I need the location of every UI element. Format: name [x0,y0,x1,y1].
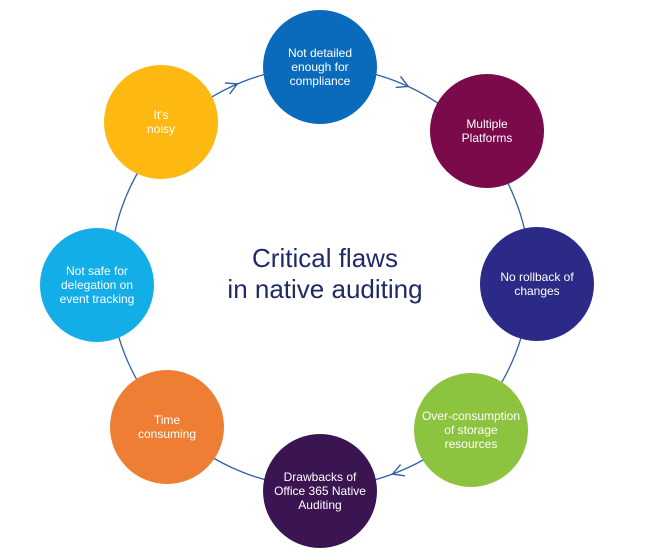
node-not-safe-for-delegation-on-event-tracking: Not safe for delegation on event trackin… [40,228,154,342]
node-label: Not safe for delegation on event trackin… [59,264,135,306]
node-label: No rollback of changes [500,270,574,298]
cycle-arrow-icon [391,464,405,477]
node-over-consumption-of-storage-resources: Over-consumption of storage resources [414,373,528,487]
node-not-detailed-enough-for-compliance: Not detailed enough for compliance [263,10,377,124]
diagram-title: Critical flaws in native auditing [227,243,423,304]
node-its-noisy: It's noisy [104,65,218,179]
cycle-arrow-icon [395,75,410,89]
node-multiple-platforms: Multiple Platforms [430,74,544,188]
node-drawbacks-of-office-365-native-auditing: Drawbacks of Office 365 Native Auditing [263,434,377,548]
node-label: It's noisy [146,108,175,136]
node-time-consuming: Time consuming [110,370,224,484]
node-label: Drawbacks of Office 365 Native Auditing [274,470,366,512]
node-label: Over-consumption of storage resources [421,409,521,451]
node-label: Time consuming [137,413,197,441]
node-label: Multiple Platforms [461,117,513,145]
node-no-rollback-of-changes: No rollback of changes [480,227,594,341]
cycle-arrow-icon [224,82,239,95]
node-label: Not detailed enough for compliance [287,46,353,88]
